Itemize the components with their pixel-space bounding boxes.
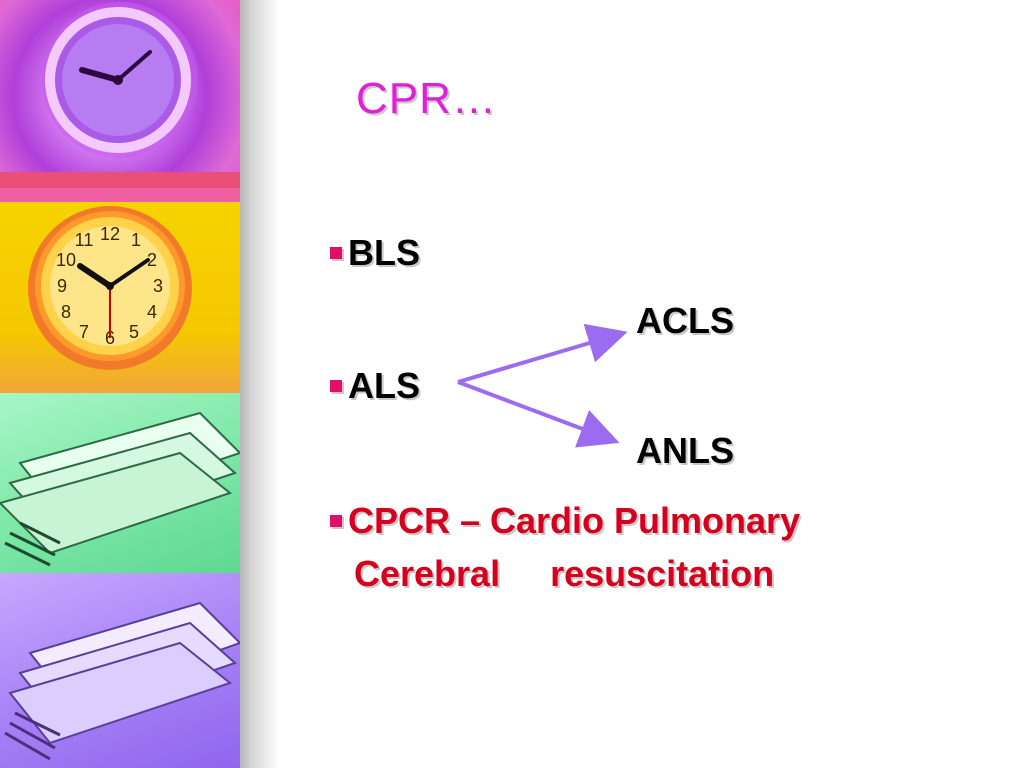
bullet-bls: BLS [330,232,420,274]
purple-clock-image [0,0,240,188]
orange-clock-icon: 12 3 6 9 11 1 2 4 5 7 8 10 [28,206,192,370]
svg-text:2: 2 [147,250,157,270]
strip-shadow [240,0,280,768]
slide-title: CPR… [356,74,497,123]
branch-anls: ANLS [636,430,734,471]
bullet-cpcr-continuation: Cerebral resuscitation [354,553,774,595]
green-papers-image [0,393,240,573]
bullet-bls-text: BLS [348,232,420,273]
svg-text:9: 9 [57,276,67,296]
branch-acls: ACLS [636,300,734,341]
yellow-clock-image: 12 3 6 9 11 1 2 4 5 7 8 10 [0,188,240,393]
papers-stack-icon [0,411,240,567]
svg-text:4: 4 [147,302,157,322]
decorative-image-strip: 12 3 6 9 11 1 2 4 5 7 8 10 [0,0,240,768]
papers-stack-icon [4,601,240,761]
bullet-marker [330,515,342,527]
purple-clock-icon [42,2,198,158]
bullet-als: ALS [330,365,420,407]
svg-text:5: 5 [129,322,139,342]
svg-text:3: 3 [153,276,163,296]
svg-text:11: 11 [75,230,94,250]
svg-text:12: 12 [100,224,120,244]
bullet-cpcr-line2: Cerebral resuscitation [354,553,775,594]
bullet-cpcr-line1: CPCR – Cardio Pulmonary [348,500,801,541]
svg-text:8: 8 [61,302,71,322]
bullet-als-text: ALS [348,365,420,406]
bullet-marker [330,247,342,259]
violet-papers-image [0,573,240,768]
arrow-to-anls [457,380,620,448]
bullet-cpcr: CPCR – Cardio Pulmonary [330,500,800,542]
svg-text:7: 7 [79,322,89,342]
arrow-to-acls [457,323,628,384]
bullet-marker [330,380,342,392]
svg-text:1: 1 [131,230,141,250]
svg-text:10: 10 [56,250,76,270]
